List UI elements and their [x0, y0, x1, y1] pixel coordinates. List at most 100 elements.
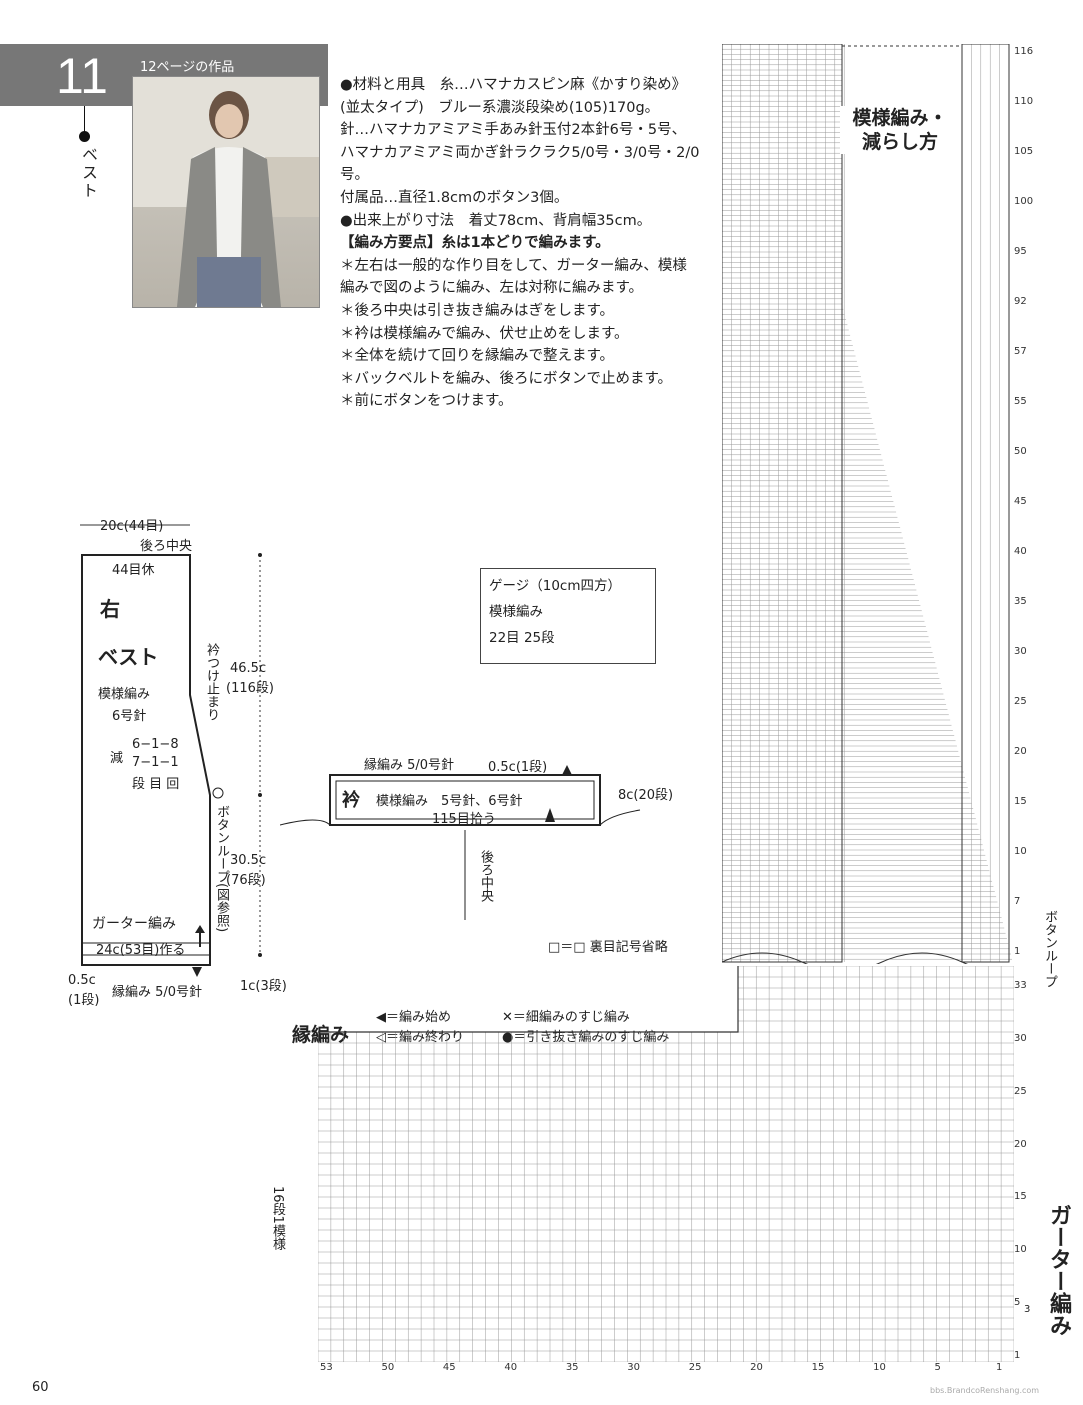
- height-1-rows: (116段): [226, 681, 274, 696]
- pattern-number: 11: [56, 48, 108, 104]
- garter-side-label: ガーター編み: [1046, 1204, 1071, 1336]
- garter-label: ガーター編み: [92, 916, 176, 932]
- main-chart-title-2: 減らし方: [861, 131, 938, 153]
- lower-row-label: 5: [1014, 1297, 1021, 1309]
- lower-row-label: 30: [1014, 1032, 1027, 1044]
- materials-line: ＊衿は模様編みで編み、伏せ止めをします。: [340, 325, 629, 342]
- button-loop-label: ボタンループ(図参照): [214, 805, 229, 933]
- main-row-label: 95: [1014, 246, 1027, 257]
- collar-pickup: 115目拾う: [432, 812, 496, 827]
- legend-sc: ✕＝細編みのすじ編み: [502, 1010, 630, 1025]
- category-label: ベスト: [79, 146, 98, 200]
- legend-start: ◀＝編み始め: [376, 1010, 451, 1025]
- lower-col-label: 35: [565, 1362, 579, 1373]
- main-row-label: 1: [1014, 946, 1021, 957]
- vest-diagram: 20c(44目) 後ろ中央 44目休 右 ベスト 模様編み 6号針 減 6−1−…: [60, 515, 320, 1008]
- materials-line: ＊後ろ中央は引き抜き編みはぎをします。: [340, 302, 615, 319]
- materials-line: ●出来上がり寸法 着丈78cm、背肩幅35cm。: [340, 212, 652, 229]
- edge-left: 0.5c: [68, 973, 96, 988]
- main-chart: 模様編み・ 減らし方: [722, 44, 1012, 964]
- main-row-label: 92: [1014, 296, 1027, 307]
- button-loop-side-label: ボタンループ: [1042, 910, 1057, 988]
- main-row-label: 116: [1014, 46, 1034, 57]
- materials-line: ＊左右は一般的な作り目をして、ガーター編み、模様編みで図のように編み、左は対称に…: [340, 257, 687, 297]
- materials-line: 付属品…直径1.8cmのボタン3個。: [340, 189, 569, 206]
- collar-label: 衿: [342, 790, 360, 811]
- page-reference: 12ページの作品: [140, 60, 235, 75]
- main-row-label: 105: [1014, 146, 1034, 157]
- materials-line: ＊前にボタンをつけます。: [340, 393, 513, 410]
- lower-row-labels: 33 30 25 20 15 10 5 1: [1014, 966, 1044, 1362]
- decrease-label: 減: [110, 751, 124, 766]
- lower-grid-lines: [318, 966, 1014, 1362]
- needle-label: 6号針: [112, 709, 147, 724]
- watermark: bbs.BrandcoRenshang.com: [930, 1386, 1040, 1395]
- lower-col-label: 50: [381, 1362, 395, 1373]
- main-row-label: 20: [1014, 746, 1027, 757]
- collar-edging-height: 0.5c(1段): [488, 760, 548, 775]
- side-label: 右: [100, 597, 120, 621]
- materials-line: ＊バックベルトを編み、後ろにボタンで止めます。: [340, 370, 673, 387]
- repeat-label: 16段1模様: [270, 1186, 285, 1250]
- lower-col-label: 30: [627, 1362, 640, 1373]
- materials-text: ●材料と用具 糸…ハマナカスピン麻《かすり染め》(並太タイプ) ブルー系濃淡段染…: [340, 74, 700, 413]
- lower-row-label: 25: [1014, 1085, 1027, 1097]
- vest-name: ベスト: [98, 645, 159, 669]
- lower-row-label: 1: [1014, 1350, 1021, 1361]
- collar-pattern: 模様編み 5号針、6号針: [376, 794, 523, 809]
- page-number: 60: [32, 1380, 49, 1395]
- materials-line: 針…ハマナカアミアミ手あみ針玉付2本針6号・5号、ハマナカアミアミ両かぎ針ラクラ…: [340, 122, 700, 184]
- main-row-label: 7: [1014, 896, 1021, 907]
- lower-col-label: 53: [320, 1362, 333, 1373]
- gauge-pattern: 模様編み: [489, 604, 543, 620]
- main-row-label: 25: [1014, 696, 1027, 707]
- legend-end: ◁＝編み終わり: [376, 1030, 464, 1045]
- back-center-label: 後ろ中央: [140, 539, 193, 554]
- garter-rows: 3: [1024, 1304, 1031, 1315]
- main-row-label: 45: [1014, 496, 1027, 507]
- category-line: [84, 106, 85, 132]
- collar-stop-label: 衿つけ止まり: [204, 643, 219, 721]
- gauge-title: ゲージ（10cm四方）: [489, 578, 621, 594]
- decrease-legend: 段 目 回: [132, 777, 180, 792]
- lower-chart-title: 縁編み: [292, 1024, 350, 1046]
- lower-col-label: 1: [996, 1362, 1003, 1373]
- rest-stitches: 44目休: [112, 563, 155, 578]
- main-row-label: 40: [1014, 546, 1027, 557]
- decrease-2: 7−1−1: [132, 755, 179, 770]
- main-row-label: 110: [1014, 96, 1034, 107]
- collar-diagram: 縁編み 5/0号針 0.5c(1段) 衿 模様編み 5号針、6号針 8c(20段…: [280, 750, 700, 930]
- materials-line: ＊全体を続けて回りを縁編みで整えます。: [340, 348, 615, 365]
- main-grid-lines: [722, 44, 1012, 964]
- lower-col-label: 20: [750, 1362, 763, 1373]
- lower-row-label: 33: [1014, 980, 1027, 991]
- collar-edging: 縁編み 5/0号針: [364, 758, 455, 773]
- edging-label: 縁編み 5/0号針: [112, 985, 203, 1000]
- pattern-label: 模様編み: [98, 687, 151, 702]
- main-row-label: 30: [1014, 646, 1027, 657]
- main-row-label: 57: [1014, 346, 1027, 357]
- materials-line: 【編み方要点】糸は1本どりで編みます。: [340, 235, 610, 252]
- main-row-label: 35: [1014, 596, 1027, 607]
- decrease-1: 6−1−8: [132, 737, 179, 752]
- lower-row-label: 20: [1014, 1138, 1027, 1150]
- cast-on-label: 24c(53目)作る: [96, 943, 186, 958]
- model-photo: [132, 76, 320, 308]
- lower-row-label: 10: [1014, 1244, 1027, 1256]
- lower-row-label: 15: [1014, 1191, 1027, 1203]
- main-row-label: 10: [1014, 846, 1027, 857]
- height-2-rows: (76段): [226, 873, 266, 888]
- height-2: 30.5c: [230, 853, 267, 868]
- lower-col-label: 40: [504, 1362, 518, 1373]
- lower-col-label: 45: [442, 1362, 456, 1373]
- collar-width: 8c(20段): [618, 788, 674, 803]
- height-1: 46.5c: [230, 661, 267, 676]
- top-width: 20c(44目): [100, 519, 164, 534]
- collar-back-center: 後ろ中央: [478, 850, 493, 902]
- gauge-box: ゲージ（10cm四方） 模様編み 22目 25段: [480, 568, 656, 664]
- main-row-label: 15: [1014, 796, 1027, 807]
- lower-chart: [318, 966, 1014, 1362]
- lower-col-label: 5: [934, 1362, 941, 1373]
